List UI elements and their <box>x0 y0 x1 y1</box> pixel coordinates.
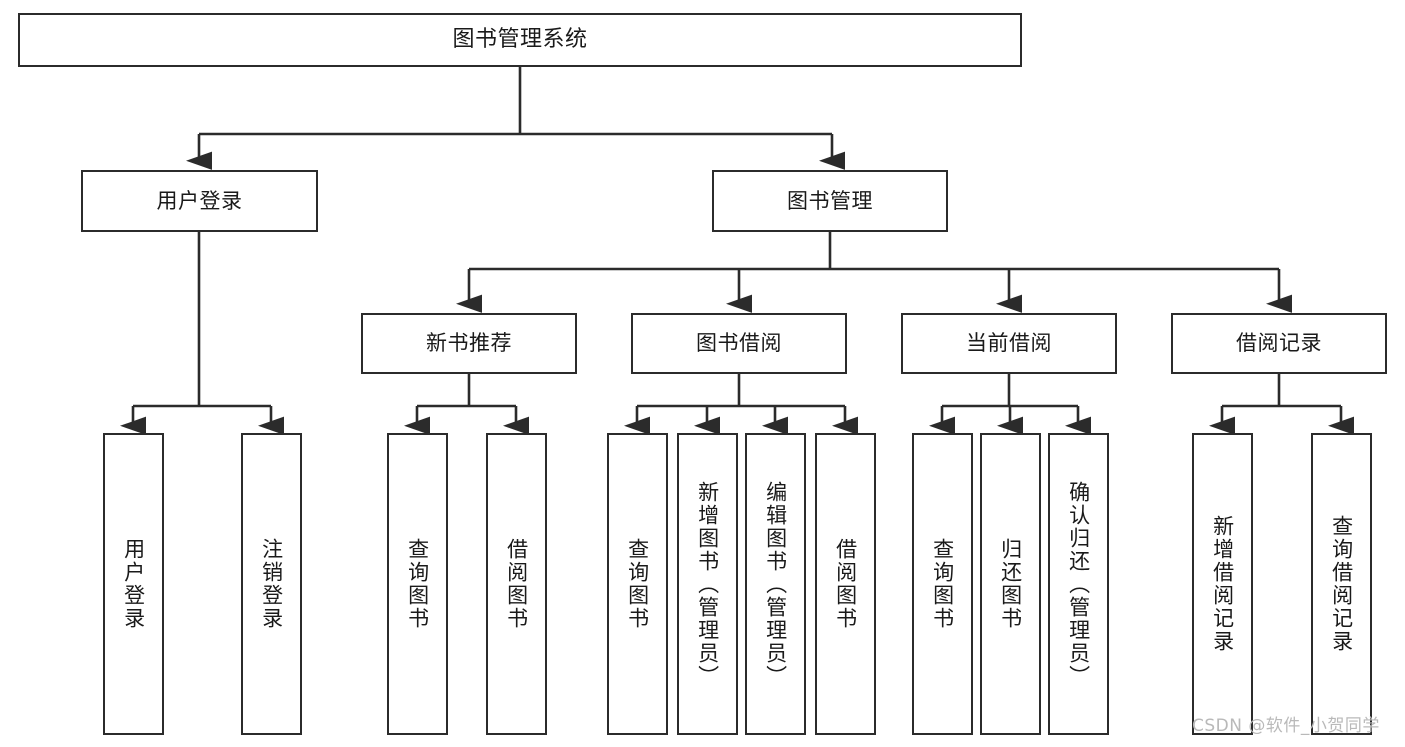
node-label: 查询借阅记录 <box>1329 515 1354 653</box>
node-leaf-bookborrow-query-book[interactable]: 查询图书 <box>607 433 668 735</box>
node-user-login[interactable]: 用户登录 <box>81 170 318 232</box>
node-label: 图书借阅 <box>696 331 782 356</box>
node-label: 图书管理系统 <box>452 26 588 52</box>
node-leaf-currentborrow-return-book[interactable]: 归还图书 <box>980 433 1041 735</box>
node-label: 编辑图书（管理员） <box>763 480 788 688</box>
node-label: 查询图书 <box>625 538 650 630</box>
node-label: 用户登录 <box>121 538 146 630</box>
node-label: 查询图书 <box>930 538 955 630</box>
node-label: 新增图书（管理员） <box>695 480 720 688</box>
node-leaf-newbook-borrow-book[interactable]: 借阅图书 <box>486 433 547 735</box>
node-book-management[interactable]: 图书管理 <box>712 170 948 232</box>
node-leaf-user-login-signout[interactable]: 注销登录 <box>241 433 302 735</box>
node-leaf-bookborrow-add-book-admin[interactable]: 新增图书（管理员） <box>677 433 738 735</box>
node-leaf-user-login-signin[interactable]: 用户登录 <box>103 433 164 735</box>
node-label: 归还图书 <box>998 538 1023 630</box>
node-leaf-currentborrow-confirm-return-admin[interactable]: 确认归还（管理员） <box>1048 433 1109 735</box>
node-leaf-bookborrow-edit-book-admin[interactable]: 编辑图书（管理员） <box>745 433 806 735</box>
node-current-borrow[interactable]: 当前借阅 <box>901 313 1117 374</box>
watermark-text: CSDN @软件_小贺同学 <box>1192 716 1380 736</box>
node-label: 新增借阅记录 <box>1210 515 1235 653</box>
node-borrow-records[interactable]: 借阅记录 <box>1171 313 1387 374</box>
node-label: 借阅图书 <box>833 538 858 630</box>
node-label: 注销登录 <box>259 538 284 630</box>
node-label: 新书推荐 <box>426 331 512 356</box>
node-label: 借阅图书 <box>504 538 529 630</box>
node-label: 确认归还（管理员） <box>1066 480 1091 688</box>
node-leaf-borrowrecords-add-record[interactable]: 新增借阅记录 <box>1192 433 1253 735</box>
node-root-book-management-system[interactable]: 图书管理系统 <box>18 13 1022 67</box>
node-label: 借阅记录 <box>1236 331 1322 356</box>
node-new-book-recommend[interactable]: 新书推荐 <box>361 313 577 374</box>
node-leaf-bookborrow-borrow-book[interactable]: 借阅图书 <box>815 433 876 735</box>
node-leaf-borrowrecords-query-record[interactable]: 查询借阅记录 <box>1311 433 1372 735</box>
node-label: 当前借阅 <box>966 331 1052 356</box>
node-leaf-currentborrow-query-book[interactable]: 查询图书 <box>912 433 973 735</box>
node-label: 查询图书 <box>405 538 430 630</box>
node-label: 用户登录 <box>156 188 243 213</box>
node-label: 图书管理 <box>787 188 873 213</box>
node-book-borrow[interactable]: 图书借阅 <box>631 313 847 374</box>
node-leaf-newbook-query-book[interactable]: 查询图书 <box>387 433 448 735</box>
